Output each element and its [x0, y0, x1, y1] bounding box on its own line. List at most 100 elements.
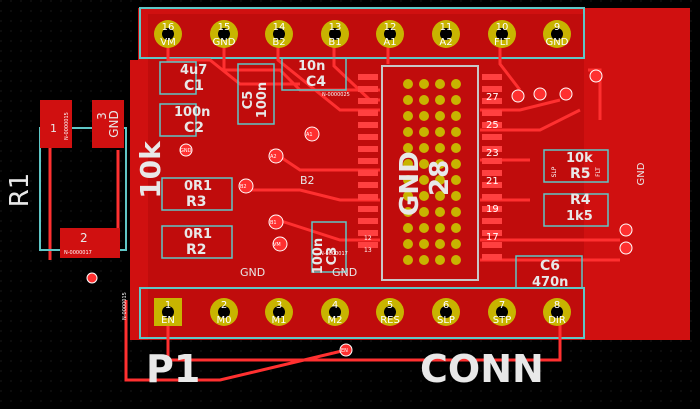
via-a2-label: A2	[270, 154, 277, 160]
net-n15-left: N-0000015	[122, 292, 128, 320]
c5-ref: C5	[241, 91, 256, 110]
ic-pin-13: 13	[364, 247, 372, 254]
top-pin-5-name: A1	[383, 37, 396, 48]
bottom-header-labels: 1 EN 2 M0 3 M1 4 M2 5 RES 6 SLP 7 STP 8 …	[161, 300, 566, 326]
via-gnd-label: GND	[180, 148, 192, 154]
ic-left-pads	[358, 74, 378, 248]
c2-value: 100n	[174, 105, 210, 120]
vias: A1 A2 B2 B1 VM EN GND	[86, 69, 633, 357]
r1-pad-gnd[interactable]	[92, 100, 124, 148]
ic-pin-27: 27	[486, 92, 499, 103]
bottom-pin-7-name: STP	[493, 315, 512, 326]
bottom-pin-6-num: 6	[443, 300, 449, 311]
bottom-pin-8-name: DIR	[548, 315, 566, 326]
r4-outline	[543, 193, 609, 227]
c5-outline	[237, 63, 275, 125]
bottom-pin-2-name: M0	[217, 315, 232, 326]
conn-value-label: CONN	[420, 347, 544, 391]
via-b1-label: B1	[270, 220, 277, 226]
r3-outline	[161, 177, 233, 211]
top-header-labels: 16 VM 15 GND 14 B2 13 B1 12 A1 11 A2 10 …	[160, 22, 568, 48]
c3-ref: C3	[325, 247, 340, 266]
r3-value: 0R1	[184, 179, 212, 194]
r2-outline	[161, 225, 233, 259]
gnd-label-side: GND	[636, 162, 647, 185]
c6-value: 470n	[532, 275, 568, 290]
gnd-label-c3: GND	[332, 266, 357, 279]
bottom-pin-6-name: SLP	[437, 315, 455, 326]
r1-pad-1[interactable]	[40, 100, 72, 148]
bottom-header-outline	[139, 287, 585, 339]
r5-flt-label: FLT	[595, 167, 602, 177]
top-pin-6-num: 11	[440, 22, 453, 33]
top-pin-2-name: GND	[213, 37, 236, 48]
c6-outline	[515, 255, 583, 289]
bottom-pin-4-name: M2	[328, 315, 343, 326]
net-n25: N-0000025	[322, 92, 350, 98]
top-pin-4-num: 13	[329, 22, 342, 33]
r5-slp-label: SLP	[551, 166, 558, 177]
r4-value: 1k5	[566, 209, 593, 224]
r5-ref: R5	[570, 166, 591, 182]
gnd-label-bottom: GND	[240, 266, 265, 279]
bottom-pin-5-name: RES	[380, 315, 400, 326]
ic-right-pads	[482, 74, 502, 260]
top-pin-5-num: 12	[384, 22, 397, 33]
r1-ref-label: R1	[5, 173, 35, 208]
c6-ref: C6	[540, 258, 560, 274]
r1-pad-1-num: 1	[50, 122, 57, 135]
net-n17-c3: N-0000017	[320, 251, 348, 257]
bottom-pin-4-num: 4	[332, 300, 338, 311]
b2-trace-label: B2	[300, 174, 315, 187]
net-n15-r1: N-0000015	[64, 112, 70, 140]
c2-outline	[159, 103, 197, 137]
r1-pad-2[interactable]	[60, 228, 120, 258]
r5-value: 10k	[566, 151, 593, 166]
r2-ref: R2	[186, 242, 207, 258]
c1-value: 4u7	[180, 63, 207, 78]
r4-ref: R4	[570, 192, 591, 208]
ic-pin-19: 19	[486, 204, 499, 215]
ic-28-label: 28	[425, 160, 455, 196]
c5-value: 100n	[255, 82, 270, 118]
r2-value: 0R1	[184, 227, 212, 242]
via-vm-label: VM	[273, 242, 281, 248]
ic-gnd-label: GND	[395, 151, 425, 216]
via-en-label: EN	[341, 348, 348, 354]
top-pin-6-name: A2	[439, 37, 452, 48]
ic-pin-12: 12	[364, 235, 372, 242]
c4-value: 10n	[298, 59, 325, 74]
top-pin-1-name: VM	[160, 37, 175, 48]
top-pin-8-num: 9	[554, 22, 560, 33]
c1-ref: C1	[184, 78, 204, 94]
top-pin-1-num: 16	[162, 22, 175, 33]
r1-pad-2-num: 2	[80, 231, 88, 245]
r1-pad-gnd-label: GND	[107, 110, 121, 138]
ic-pin-25: 25	[486, 120, 499, 131]
bottom-header-pads	[154, 298, 571, 326]
top-pin-7-num: 10	[496, 22, 509, 33]
net-n17-r1: N-0000017	[64, 250, 92, 256]
top-pin-7-name: FLT	[494, 37, 511, 48]
top-header-outline	[139, 7, 585, 59]
c3-value: 100n	[311, 238, 326, 274]
bottom-pin-3-name: M1	[272, 315, 287, 326]
c3-outline	[311, 221, 347, 273]
top-pin-4-name: B1	[328, 37, 341, 48]
c4-ref: C4	[306, 74, 326, 90]
p1-ref-label: P1	[146, 347, 200, 391]
bottom-pin-1-num: 1	[165, 300, 171, 311]
bottom-pin-1-name: EN	[161, 315, 175, 326]
ic-outline	[381, 65, 479, 281]
bottom-pin-3-num: 3	[276, 300, 282, 311]
via-b2-label: B2	[240, 184, 247, 190]
bottom-pin-8-num: 8	[554, 300, 560, 311]
via-a1-label: A1	[306, 132, 313, 138]
bottom-pin-5-num: 5	[387, 300, 393, 311]
r5-outline	[543, 149, 609, 183]
bottom-pin-7-num: 7	[499, 300, 505, 311]
top-pin-3-num: 14	[273, 22, 286, 33]
top-pin-8-name: GND	[546, 37, 569, 48]
